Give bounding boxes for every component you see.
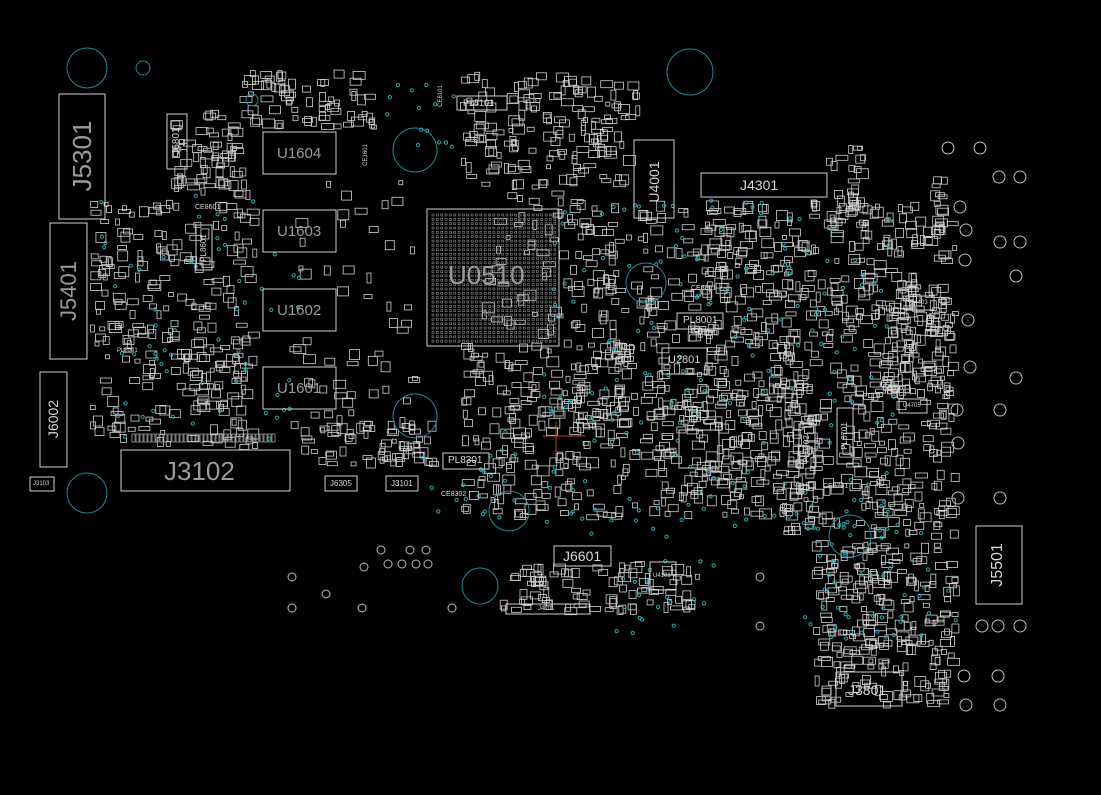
j6601-label: J6601 [563,548,602,564]
j6002-outline [39,371,68,468]
j4301-label: J4301 [740,177,779,193]
mounting-hole [461,567,499,605]
pl8301-label: PL8301 [448,455,483,466]
u4403-outline [905,295,935,311]
ce8801-label: CE8801 [691,285,717,292]
mounting-hole [392,393,438,439]
mounting-hole [135,60,151,76]
j3103-label: J3103 [33,481,50,487]
u1601-outline [262,366,337,410]
pl8001-label: PL8001 [683,315,718,326]
j5401-outline [49,222,88,360]
mounting-hole [66,47,108,89]
u4403-label: U4403 [910,300,928,306]
pl8701-label: PL8701 [840,422,849,450]
u4705-label: U4705 [903,403,921,409]
j3102-label: J3102 [164,456,235,486]
mounting-hole [666,48,714,96]
j5401-label: J5401 [56,261,81,321]
u2801-outline [661,347,708,375]
mounting-hole [245,93,259,107]
cursor-marker [543,422,585,452]
ce8302-label: CE8302 [441,491,467,498]
mounting-hole [828,514,872,558]
j3101-outline [385,475,419,492]
mounting-hole [392,127,438,173]
ce8601-label: CE8601 [195,204,221,211]
u4001-label: U4001 [646,161,662,203]
mounting-hole [488,490,530,532]
ce8701-label: CE8701 [823,483,849,490]
j4101-label: J4101 [538,606,555,612]
j6305-outline [324,475,358,492]
u4705-outline [898,398,928,414]
u2801-label: U2801 [668,354,701,366]
j6801-label: J6801 [171,127,182,155]
u1604-outline [262,131,337,175]
u1603-label: U1603 [277,223,322,240]
j5501-outline [975,525,1023,605]
j6305-label: J6305 [330,479,352,488]
j3801-outline [835,671,903,707]
u1602-label: U1602 [277,302,322,319]
j6601-outline [553,545,612,567]
j3101-label: J3101 [391,479,413,488]
pl8702-label: PL8702 [802,435,811,463]
u4101-label: U4101 [653,573,671,579]
j6801-outline [166,113,188,170]
j3103-outline [29,476,55,492]
pl8701-outline [836,407,854,465]
pl8901-label: PL8901 [117,348,138,354]
j5301-outline [58,93,106,220]
ce1601-label: CE1601 [363,144,369,166]
mounting-hole [66,472,108,514]
j4101-outline [505,603,591,615]
u1603-outline [262,209,337,253]
pl8001-outline [676,312,724,330]
pl8301-outline [442,452,490,470]
pl8702-outline [798,423,816,475]
pl8101-outline [456,95,508,111]
j5301-label: J5301 [67,120,97,192]
pl8601-outline [195,224,213,271]
u1601-label: U1601 [277,380,322,397]
u1604-label: U1604 [277,145,322,162]
u4001-outline [633,139,675,219]
pl8101-label: PL8101 [463,98,495,108]
ce8101-label: CE8101 [438,85,444,107]
mounting-hole [625,262,667,304]
pl8601-label: PL8601 [199,234,208,262]
j5501-label: J5501 [989,543,1006,587]
u1602-outline [262,288,337,332]
u4101-outline [649,561,677,591]
u0510-ball-grid [431,213,557,343]
u0510-outline [426,208,560,347]
u3601-outline [678,429,720,469]
u0510-label: U0510 [448,260,525,290]
j6002-label: J6002 [45,399,61,439]
j3801-label: J3801 [848,682,887,698]
j3102-outline [120,449,291,492]
j4301-outline [700,172,828,198]
